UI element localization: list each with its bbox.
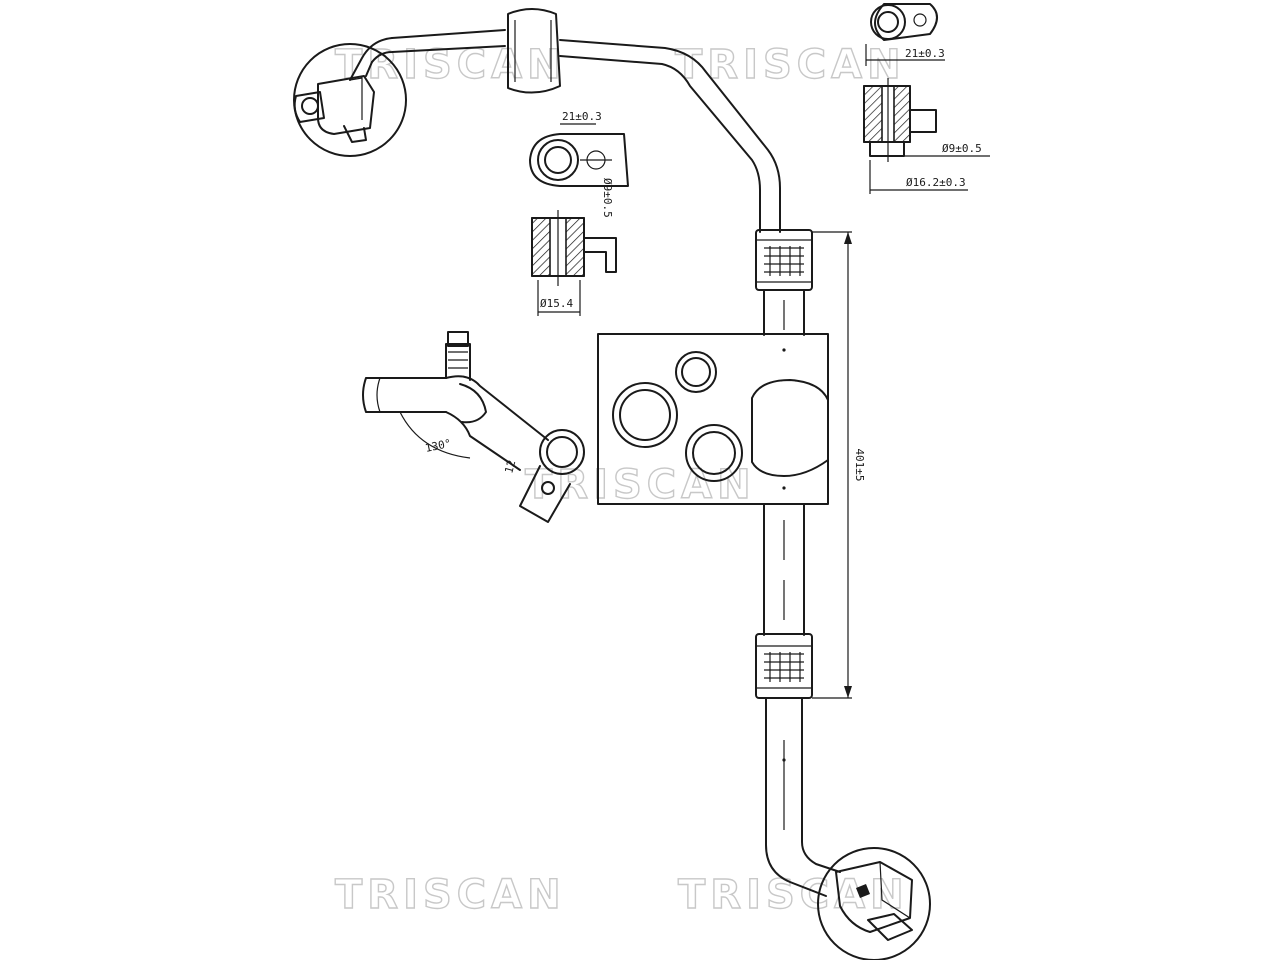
center-bore-label: Ø9±0.5 bbox=[601, 178, 614, 218]
pipe-left-bend bbox=[349, 37, 393, 81]
elbow-length-label: 12 bbox=[502, 459, 518, 475]
center-thickness-label: 21±0.3 bbox=[562, 110, 602, 123]
watermark-center: TRISCAN bbox=[525, 462, 756, 508]
top-sleeve bbox=[507, 8, 561, 94]
bottom-end-fitting bbox=[817, 847, 931, 960]
watermark-bottom-right: TRISCAN bbox=[678, 872, 909, 918]
pipe-lower bbox=[765, 697, 841, 897]
hose-length-label: 401±5 bbox=[853, 448, 866, 481]
upper-crimp-ferrule bbox=[755, 229, 813, 291]
bend-angle-label: 130° bbox=[424, 437, 453, 455]
watermarks: TRISCAN TRISCAN TRISCAN TRISCAN TRISCAN bbox=[334, 41, 909, 918]
top-right-thickness-label: 21±0.3 bbox=[905, 47, 945, 60]
top-right-outer-label: Ø16.2±0.3 bbox=[906, 176, 966, 189]
left-branch: 130° 12 bbox=[362, 331, 585, 523]
top-left-end-fitting bbox=[293, 43, 407, 157]
center-outer-label: Ø15.4 bbox=[540, 297, 573, 310]
top-sleeve-inner bbox=[514, 20, 552, 82]
watermark-top-right: TRISCAN bbox=[675, 42, 906, 88]
pipe-upper-outline-a bbox=[391, 29, 781, 233]
main-pipe bbox=[349, 8, 841, 897]
center-detail-view: 21±0.3 Ø9±0.5 Ø15.4 bbox=[529, 110, 629, 316]
watermark-bottom-left: TRISCAN bbox=[335, 872, 566, 918]
top-right-bore-label: Ø9±0.5 bbox=[942, 142, 982, 155]
hose-length-dimension: 401±5 bbox=[812, 231, 866, 699]
top-right-detail-view: 21±0.3 Ø9±0.5 Ø16.2±0.3 bbox=[863, 3, 990, 194]
expansion-valve-block bbox=[597, 333, 829, 505]
lower-crimp-ferrule bbox=[755, 633, 813, 699]
